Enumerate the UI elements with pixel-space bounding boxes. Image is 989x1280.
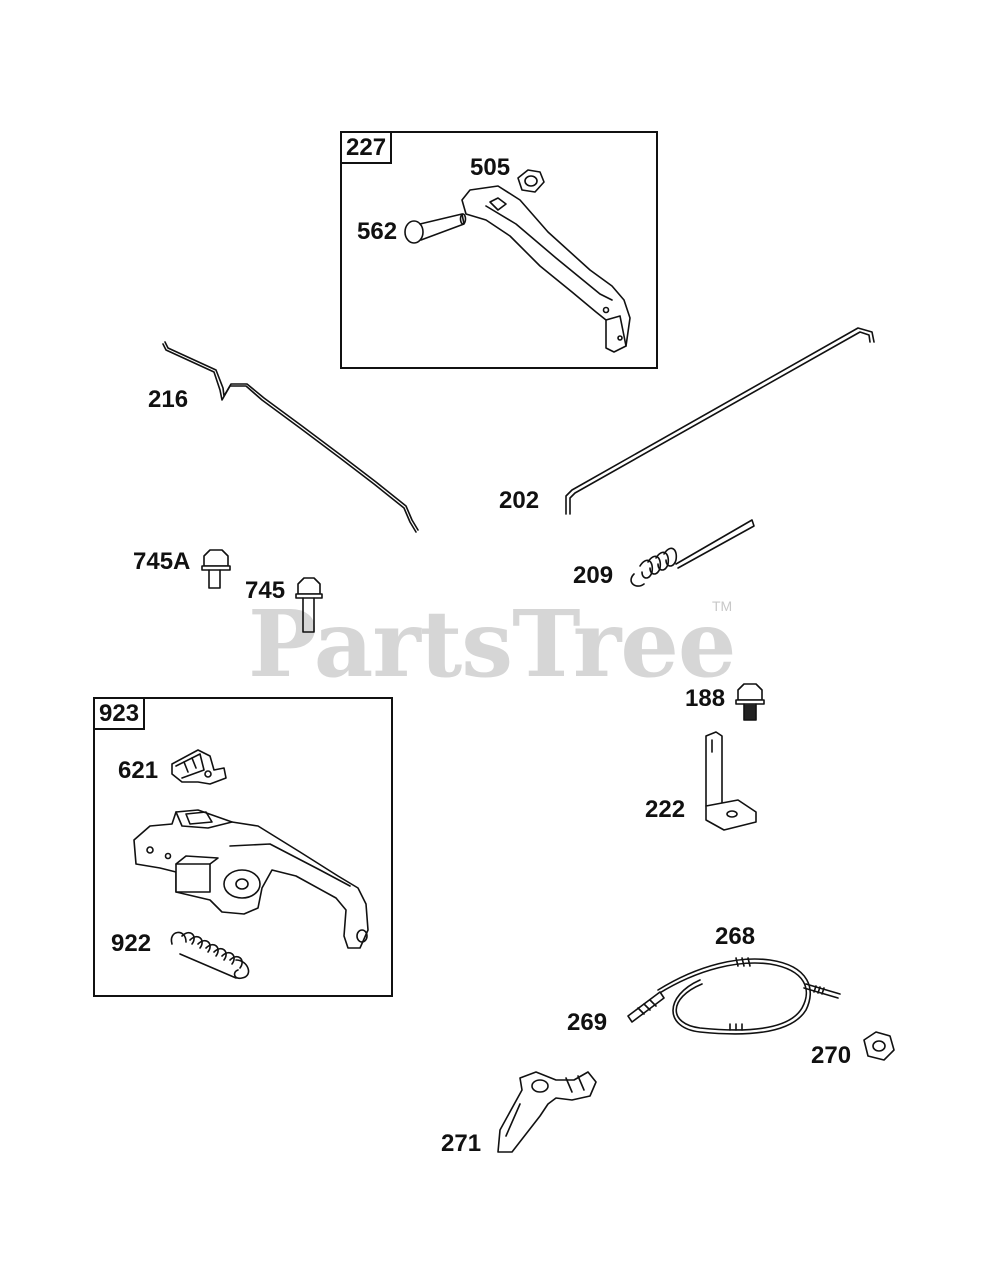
callout-202[interactable]: 202 <box>499 487 540 514</box>
part-222-bracket-drawing[interactable] <box>705 731 757 831</box>
part-271-bracket-drawing[interactable] <box>497 1071 597 1153</box>
part-505-nut-drawing[interactable] <box>517 169 545 193</box>
part-202-rod-drawing[interactable] <box>565 327 875 515</box>
part-922-spring-drawing[interactable] <box>170 931 250 980</box>
part-269-cable-end-drawing[interactable] <box>627 991 665 1023</box>
part-745-bolt-drawing[interactable] <box>295 577 323 633</box>
callout-621[interactable]: 621 <box>118 757 159 784</box>
callout-222[interactable]: 222 <box>645 796 686 823</box>
part-188-bolt-drawing[interactable] <box>735 683 765 721</box>
part-923-control-bracket-drawing[interactable] <box>133 809 369 949</box>
callout-269[interactable]: 269 <box>567 1009 608 1036</box>
kit-number-227: 227 <box>340 131 393 164</box>
kit-number-923: 923 <box>93 697 146 730</box>
callout-270[interactable]: 270 <box>811 1042 852 1069</box>
callout-562[interactable]: 562 <box>357 218 398 245</box>
callout-745[interactable]: 745 <box>245 577 286 604</box>
callout-268[interactable]: 268 <box>715 923 756 950</box>
part-216-rod-drawing[interactable] <box>162 341 419 533</box>
callout-922[interactable]: 922 <box>111 930 152 957</box>
callout-745a[interactable]: 745A <box>133 548 191 575</box>
part-209-spring-drawing[interactable] <box>630 519 755 587</box>
part-621-clip-drawing[interactable] <box>171 749 227 785</box>
callout-271[interactable]: 271 <box>441 1130 482 1157</box>
part-270-nut-drawing[interactable] <box>863 1031 895 1061</box>
callout-505[interactable]: 505 <box>470 154 511 181</box>
part-745a-bolt-drawing[interactable] <box>201 549 231 589</box>
part-562-pin-drawing[interactable] <box>404 213 467 244</box>
kit-box-227[interactable]: 227 <box>340 131 658 369</box>
callout-188[interactable]: 188 <box>685 685 726 712</box>
kit-box-923[interactable]: 923 <box>93 697 393 997</box>
watermark-text: PartsTree <box>248 590 736 698</box>
part-227-lever-drawing[interactable] <box>461 185 631 353</box>
part-268-cable-drawing[interactable] <box>657 957 841 1035</box>
watermark-tm: TM <box>712 598 733 614</box>
callout-216[interactable]: 216 <box>148 386 189 413</box>
callout-209[interactable]: 209 <box>573 562 614 589</box>
